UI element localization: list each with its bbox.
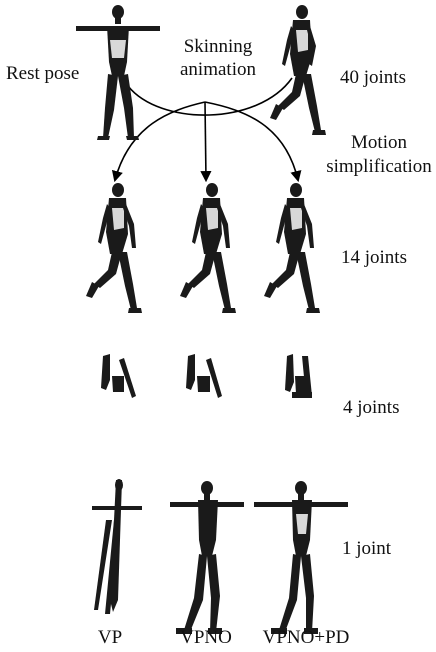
figure-14-vp [86, 183, 142, 313]
fragment-4-vpno [186, 354, 222, 398]
method-label-vpno-pd: VPNO+PD [246, 627, 366, 649]
skinning-label-line1: Skinning [166, 36, 270, 58]
joints-14-label: 14 joints [341, 247, 407, 269]
joints-4-label: 4 joints [343, 397, 399, 419]
figure-1-vp [92, 479, 142, 614]
fragment-4-vp [101, 354, 136, 398]
rest-pose-label: Rest pose [6, 63, 79, 85]
motion-label-line1: Motion [326, 132, 432, 154]
figure-1-vpno-pd [254, 481, 348, 634]
fragment-4-vpno-pd [285, 354, 312, 398]
figure-1-vpno [170, 481, 244, 634]
figure-14-vpno [180, 183, 236, 313]
method-label-vp: VP [80, 627, 140, 649]
joint-1-label: 1 joint [342, 538, 391, 560]
skinning-arc [128, 78, 292, 115]
rest-pose-figure [76, 5, 160, 140]
method-label-vpno: VPNO [166, 627, 246, 649]
animated-pose-figure [270, 5, 326, 135]
joints-40-label: 40 joints [340, 67, 406, 89]
skinning-label-line2: animation [166, 59, 270, 81]
motion-label-line2: simplification [326, 156, 432, 178]
arrow-to-vpno [205, 102, 206, 180]
figure-14-vpno-pd [264, 183, 320, 313]
